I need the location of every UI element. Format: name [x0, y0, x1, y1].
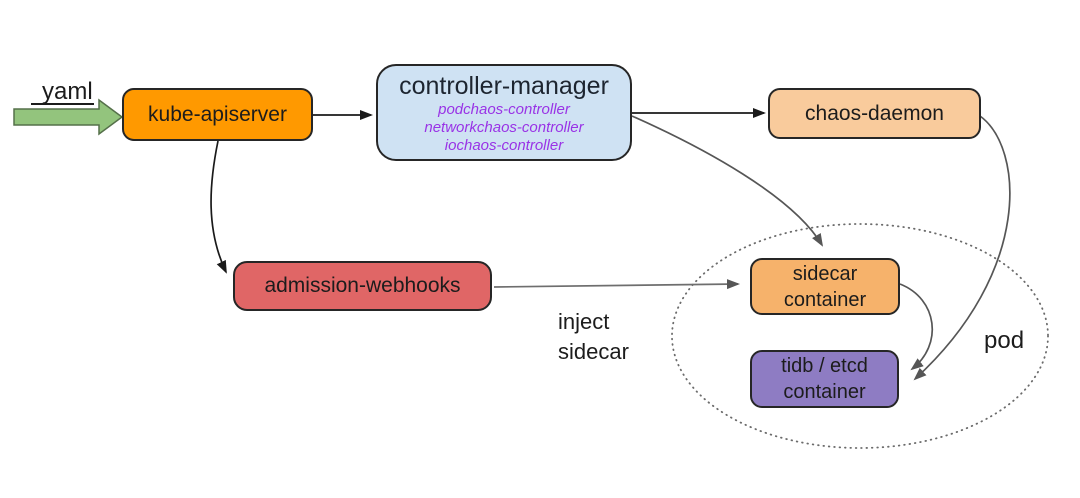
pod-label: pod: [984, 327, 1025, 354]
node-controller-manager-title: controller-manager: [399, 72, 609, 100]
node-sidecar-container-label-line2: container: [783, 288, 867, 311]
controller-item-iochaos: iochaos-controller: [444, 137, 564, 154]
node-kube-apiserver-label: kube-apiserver: [148, 102, 287, 126]
node-admission-webhooks-label: admission-webhooks: [264, 274, 461, 297]
node-sidecar-container-label-line1: sidecar: [792, 262, 858, 285]
node-chaos-daemon-label: chaos-daemon: [805, 101, 944, 125]
node-admission-webhooks: admission-webhooks: [233, 261, 492, 311]
node-tidb-etcd-container-label-line1: tidb / etcd: [781, 355, 868, 377]
yaml-input-arrow: [13, 98, 124, 136]
arrow-daemon-to-tidb: [913, 115, 1011, 381]
node-controller-manager: controller-manager podchaos-controller n…: [376, 64, 632, 161]
controller-item-podchaos: podchaos-controller: [438, 101, 570, 118]
yaml-label: yaml: [42, 78, 93, 105]
node-tidb-etcd-container-label-line2: container: [783, 381, 866, 403]
inject-sidecar-label: inject sidecar: [558, 307, 629, 367]
pod-boundary-ellipse: [671, 223, 1049, 449]
arrow-webhooks-to-sidecar: [493, 279, 740, 290]
node-sidecar-container: sidecar container: [750, 258, 900, 315]
node-tidb-etcd-container: tidb / etcd container: [750, 350, 899, 408]
arrow-kube-to-webhooks: [210, 140, 227, 274]
inject-sidecar-label-line1: inject: [558, 309, 610, 334]
controller-item-networkchaos: networkchaos-controller: [424, 119, 584, 136]
arrow-sidecar-to-tidb: [899, 283, 934, 371]
node-kube-apiserver: kube-apiserver: [122, 88, 313, 141]
node-chaos-daemon: chaos-daemon: [768, 88, 981, 139]
inject-sidecar-label-line2: sidecar: [558, 339, 629, 364]
arrow-controller-to-sidecar: [631, 115, 824, 247]
